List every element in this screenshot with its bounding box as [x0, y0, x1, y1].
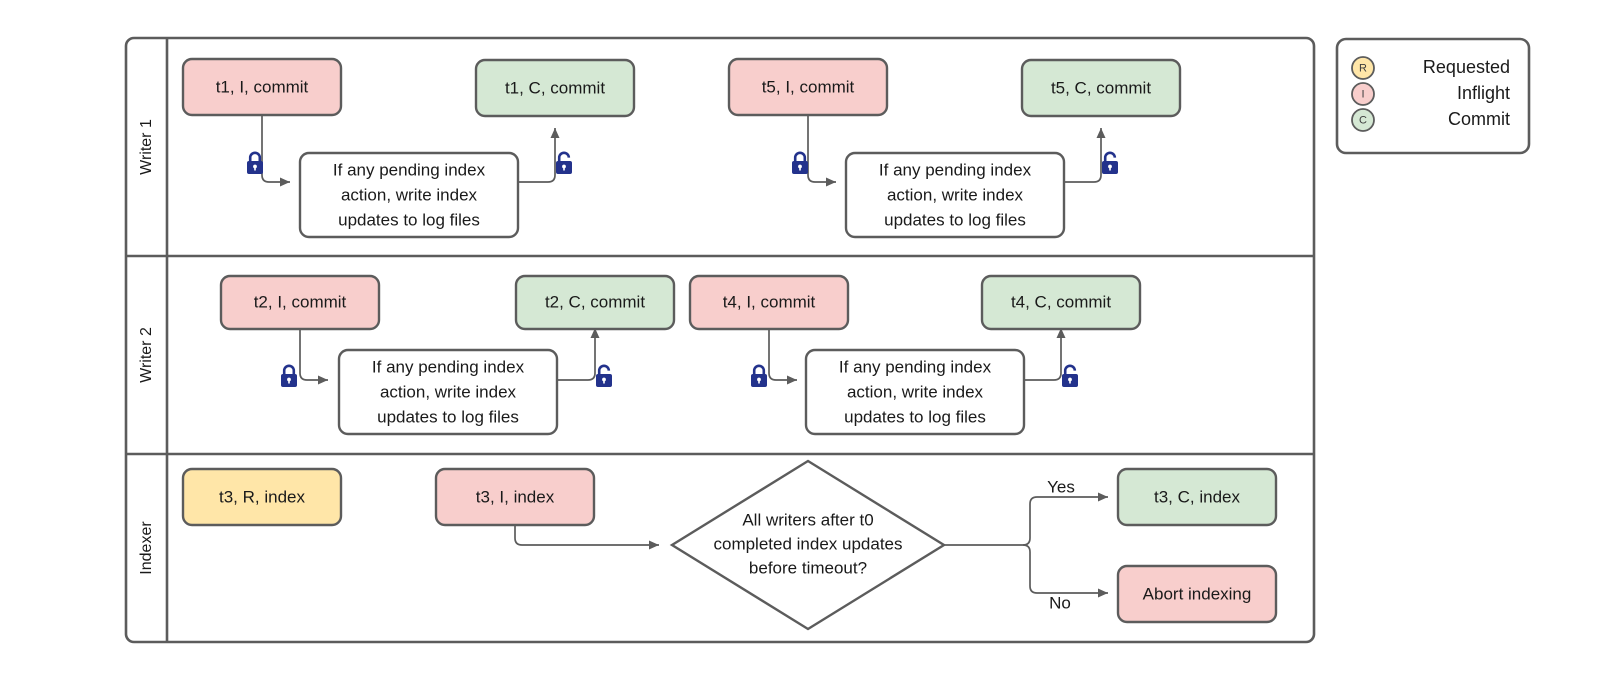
indexer-lane-content: Yes No t3, R, index t3, I, index All wri…	[181, 459, 1278, 631]
node-label-line-2: action, write index	[380, 382, 517, 401]
inflight-badge-icon	[1351, 82, 1375, 106]
node-label-line-1: If any pending index	[372, 357, 525, 376]
lock-open-icon	[1102, 151, 1118, 174]
node-label-line-3: updates to log files	[884, 210, 1026, 229]
branch-label-no: No	[1049, 593, 1071, 612]
legend-glyph: C	[1359, 114, 1367, 126]
legend-label: Inflight	[1457, 83, 1510, 103]
lock-open-icon	[556, 151, 572, 174]
legend-item-requested: R Requested	[1351, 56, 1510, 80]
node-ix-t3-requested[interactable]: t3, R, index	[181, 467, 343, 527]
node-label: t1, C, commit	[505, 78, 605, 97]
flow-w2-task1-to-t2c	[557, 328, 600, 381]
node-label: t4, C, commit	[1011, 292, 1111, 311]
lock-open-icon	[596, 364, 612, 387]
lane-label-indexer: Indexer	[138, 521, 155, 575]
node-ix-abort[interactable]: Abort indexing	[1116, 564, 1278, 624]
commit-badge-icon	[1351, 108, 1375, 132]
node-label: t3, R, index	[219, 487, 305, 506]
flow-w1-task2-to-t5c	[1064, 128, 1106, 183]
lane-labels: Writer 1 Writer 2 Indexer	[138, 119, 155, 575]
legend-glyph: I	[1361, 88, 1364, 100]
writer1-lane-content: t1, I, commit If any pending index actio…	[181, 57, 1182, 239]
node-w2-t4-commit[interactable]: t4, C, commit	[980, 274, 1142, 331]
legend-label: Commit	[1448, 109, 1510, 129]
node-label-line-2: action, write index	[341, 185, 478, 204]
pool-container	[124, 36, 1316, 644]
node-w1-t1-commit[interactable]: t1, C, commit	[474, 58, 636, 118]
node-label-line-3: updates to log files	[844, 407, 986, 426]
legend-outline	[1335, 37, 1531, 155]
node-label-line-1: If any pending index	[879, 160, 1032, 179]
lock-open-icon	[1062, 364, 1078, 387]
node-label: t4, I, commit	[723, 292, 816, 311]
legend-glyph: R	[1359, 62, 1367, 74]
node-ix-t3-commit[interactable]: t3, C, index	[1116, 467, 1278, 527]
node-label: t2, I, commit	[254, 292, 347, 311]
flow-t3i-to-decision	[514, 523, 659, 550]
node-label: t1, I, commit	[216, 77, 309, 96]
node-label-line-1: If any pending index	[333, 160, 486, 179]
node-label-line-1: If any pending index	[839, 357, 992, 376]
node-label-line-3: updates to log files	[377, 407, 519, 426]
node-ix-decision[interactable]: All writers after t0 completed index upd…	[669, 459, 947, 631]
node-label: Abort indexing	[1143, 584, 1252, 603]
node-w2-task-1[interactable]: If any pending index action, write index…	[337, 348, 559, 436]
node-w1-task-2[interactable]: If any pending index action, write index…	[844, 151, 1066, 239]
legend-panel: R Requested I Inflight C Commit	[1335, 37, 1531, 155]
writer2-lane-content: t2, I, commit If any pending index actio…	[219, 274, 1142, 436]
node-w2-task-2[interactable]: If any pending index action, write index…	[804, 348, 1026, 436]
branch-label-yes: Yes	[1047, 477, 1075, 496]
flow-w1-task1-to-t1c	[518, 128, 560, 183]
node-w2-t2-inflight[interactable]: t2, I, commit	[219, 274, 381, 331]
node-label: t5, I, commit	[762, 77, 855, 96]
lock-closed-icon	[247, 151, 263, 174]
node-label-line-2: action, write index	[887, 185, 1024, 204]
legend-label: Requested	[1423, 57, 1510, 77]
pool-outline	[124, 36, 1316, 644]
lane-label-writer1: Writer 1	[138, 119, 155, 175]
node-w1-task-1[interactable]: If any pending index action, write index…	[298, 151, 520, 239]
node-label-line-2: action, write index	[847, 382, 984, 401]
node-label: t5, C, commit	[1051, 78, 1151, 97]
decision-label-line-3: before timeout?	[749, 558, 867, 577]
decision-label-line-1: All writers after t0	[742, 510, 873, 529]
legend-item-inflight: I Inflight	[1351, 82, 1510, 106]
node-w2-t4-inflight[interactable]: t4, I, commit	[688, 274, 850, 331]
node-ix-t3-inflight[interactable]: t3, I, index	[434, 467, 596, 527]
legend-item-commit: C Commit	[1351, 108, 1510, 132]
flow-decision-no	[1022, 544, 1108, 598]
requested-badge-icon	[1351, 56, 1375, 80]
flow-w1-t5i-to-task2	[807, 115, 836, 187]
node-w1-t5-commit[interactable]: t5, C, commit	[1020, 58, 1182, 118]
node-label-line-3: updates to log files	[338, 210, 480, 229]
flow-decision-yes	[1022, 492, 1108, 546]
node-label: t3, C, index	[1154, 487, 1240, 506]
node-w1-t1-inflight[interactable]: t1, I, commit	[181, 57, 343, 117]
flow-w2-task2-to-t4c	[1025, 328, 1066, 381]
lock-closed-icon	[281, 364, 297, 387]
lane-label-writer2: Writer 2	[138, 327, 155, 383]
node-w1-t5-inflight[interactable]: t5, I, commit	[727, 57, 889, 117]
decision-label-line-2: completed index updates	[713, 534, 902, 553]
lock-closed-icon	[751, 364, 767, 387]
flow-w2-t4i-to-task2	[768, 329, 797, 385]
flow-w2-t2i-to-task1	[299, 329, 328, 385]
flow-w1-t1i-to-task1	[261, 115, 290, 187]
node-w2-t2-commit[interactable]: t2, C, commit	[514, 274, 676, 331]
node-label: t3, I, index	[476, 487, 555, 506]
node-label: t2, C, commit	[545, 292, 645, 311]
lock-closed-icon	[792, 151, 808, 174]
